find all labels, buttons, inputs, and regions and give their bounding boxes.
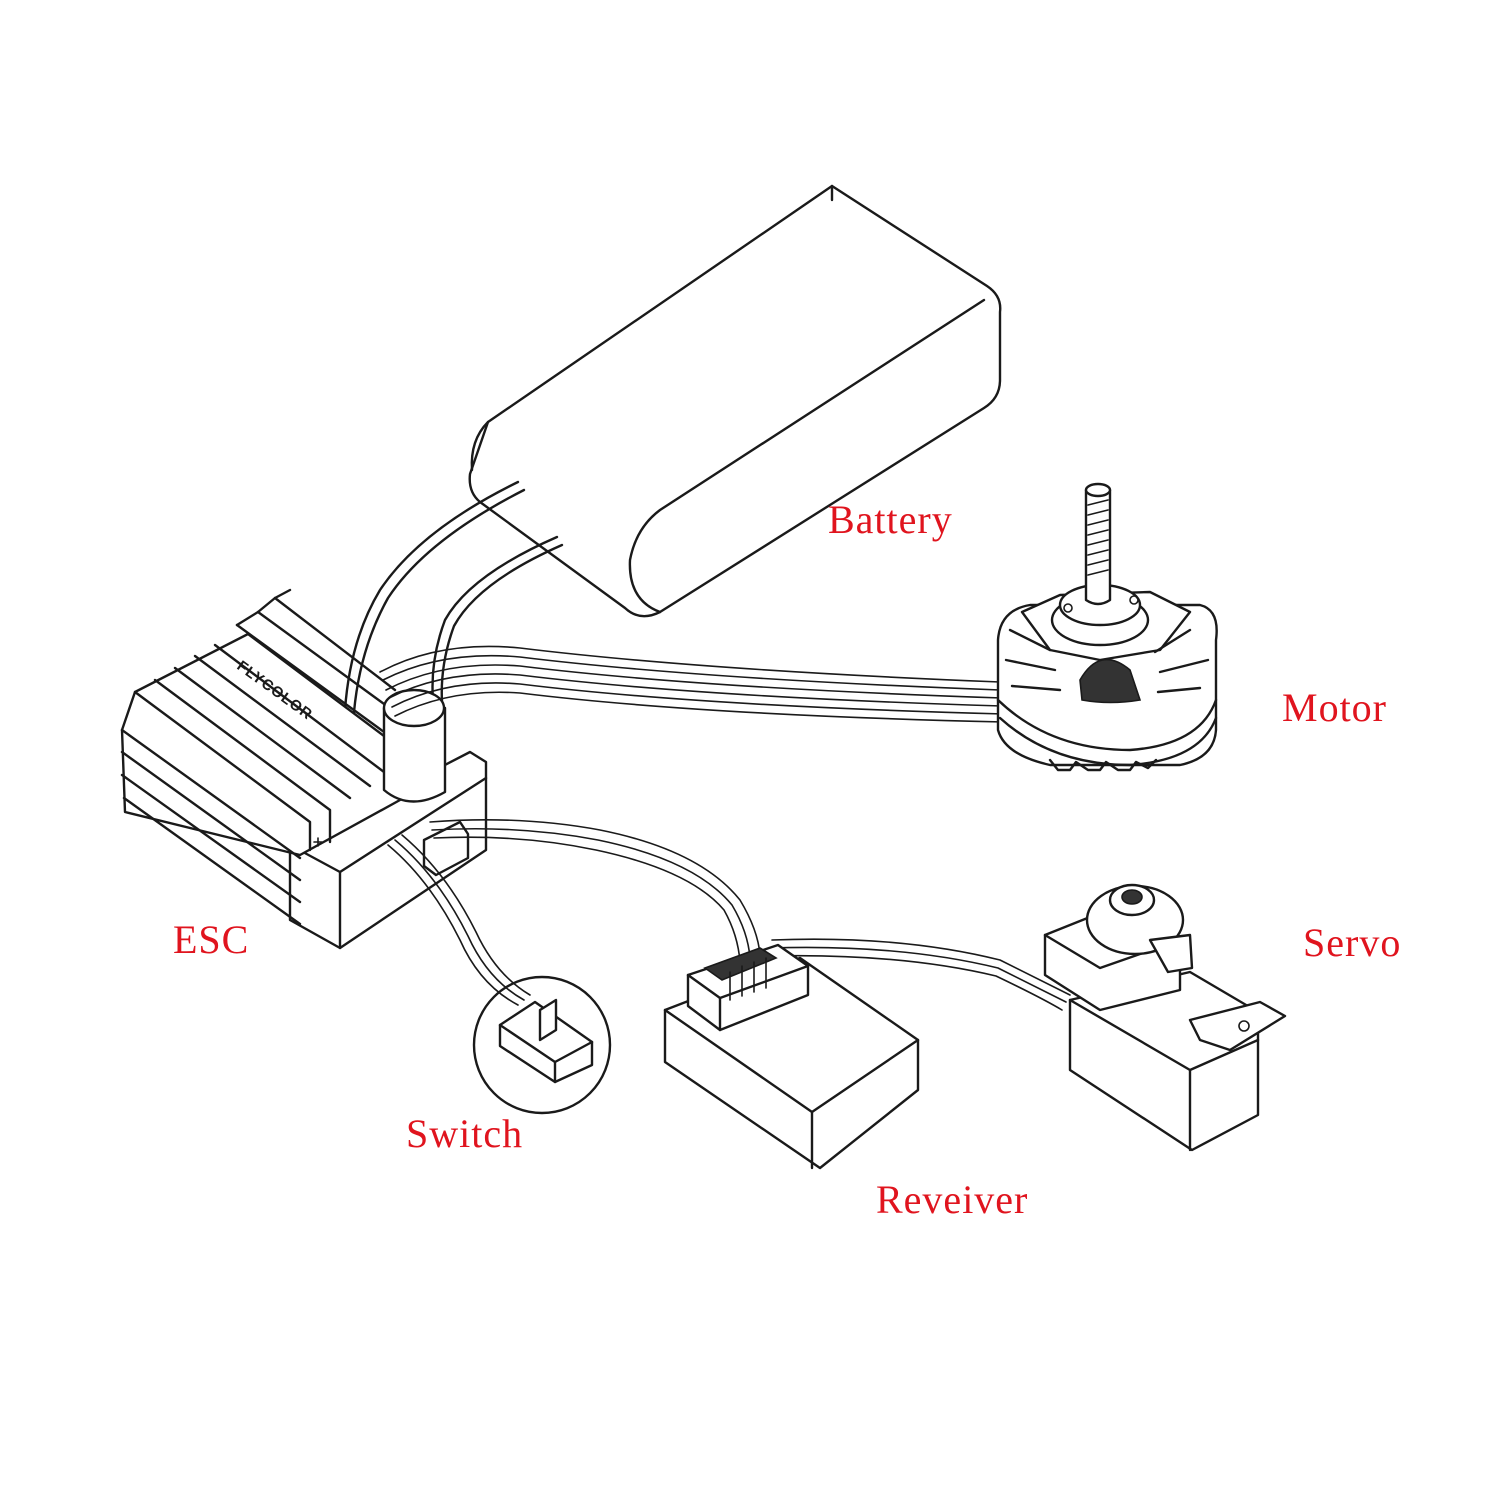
motor-wires xyxy=(379,645,1005,723)
switch-wires xyxy=(387,834,531,1006)
switch xyxy=(472,975,612,1115)
esc-label: ESC xyxy=(173,917,250,962)
signal-wires xyxy=(429,818,1071,1011)
servo-label: Servo xyxy=(1303,920,1402,965)
motor xyxy=(996,482,1218,772)
esc: FLYCOLOR xyxy=(120,588,488,950)
battery xyxy=(468,184,1002,618)
receiver xyxy=(663,943,920,1170)
receiver-label: Reveiver xyxy=(876,1177,1029,1222)
servo xyxy=(1043,883,1287,1152)
motor-label: Motor xyxy=(1282,685,1387,730)
battery-label: Battery xyxy=(828,497,953,542)
switch-label: Switch xyxy=(406,1111,524,1156)
